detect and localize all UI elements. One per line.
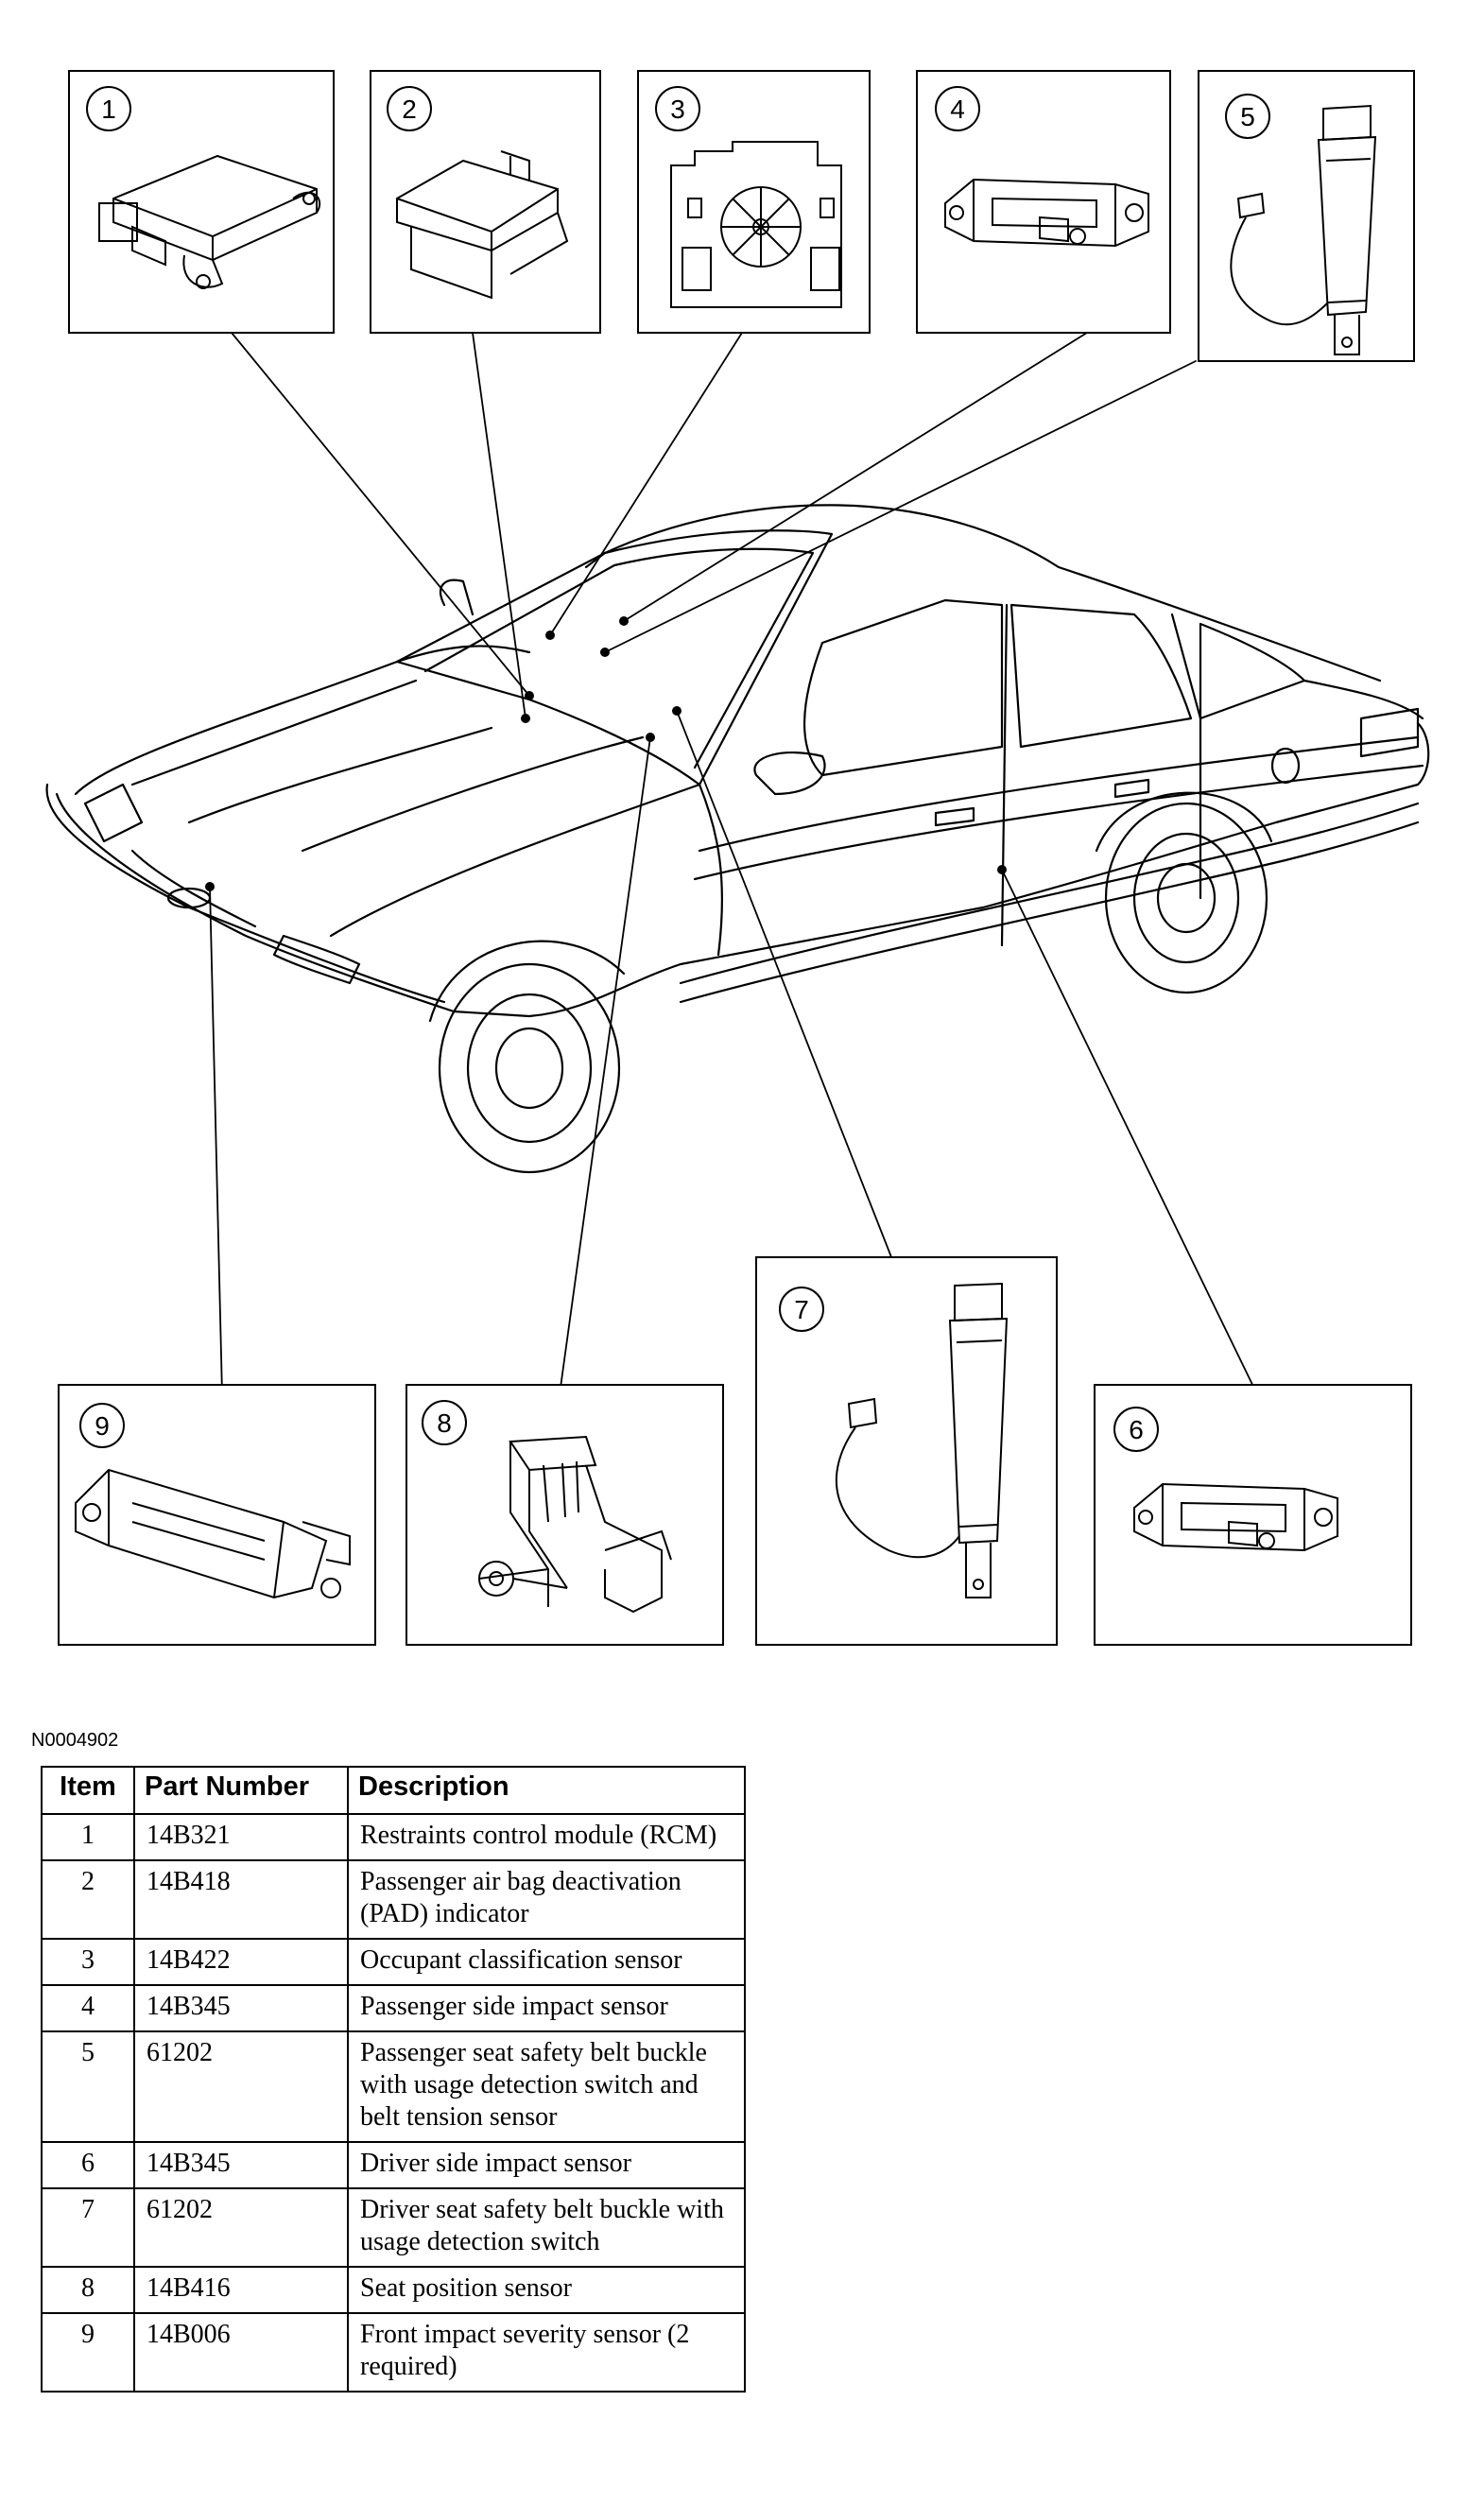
row-item: 3 (41, 1938, 135, 1986)
row-item: 5 (41, 2030, 135, 2143)
callout-8: 8 (422, 1400, 467, 1445)
table-row: 7 61202 Driver seat safety belt buckle w… (41, 2187, 746, 2268)
callout-2: 2 (387, 86, 432, 131)
component-location-diagram: 1 2 3 4 5 6 7 8 (45, 70, 1430, 1646)
row-description: Driver seat safety belt buckle with usag… (347, 2187, 746, 2268)
row-part-number: 61202 (133, 2030, 349, 2143)
callout-1: 1 (86, 86, 131, 131)
header-description: Description (347, 1766, 746, 1815)
row-item: 8 (41, 2266, 135, 2314)
callout-4: 4 (935, 86, 980, 131)
svg-text:1: 1 (101, 95, 116, 124)
svg-text:7: 7 (794, 1295, 809, 1324)
vehicle-illustration (45, 504, 1430, 1174)
row-part-number: 14B416 (133, 2266, 349, 2314)
table-row: 4 14B345 Passenger side impact sensor (41, 1984, 746, 2032)
component-box-1 (68, 70, 335, 334)
callout-7: 7 (779, 1287, 824, 1332)
table-row: 6 14B345 Driver side impact sensor (41, 2141, 746, 2189)
table-row: 1 14B321 Restraints control module (RCM) (41, 1813, 746, 1861)
callout-markers: 1 2 3 4 5 6 7 8 (79, 86, 1270, 1452)
table-row: 3 14B422 Occupant classification sensor (41, 1938, 746, 1986)
header-part-number: Part Number (133, 1766, 349, 1815)
row-description: Seat position sensor (347, 2266, 746, 2314)
figure-id: N0004902 (31, 1730, 119, 1751)
parts-table: Item Part Number Description 1 14B321 Re… (41, 1766, 746, 2393)
callout-5: 5 (1225, 94, 1270, 139)
table-row: 8 14B416 Seat position sensor (41, 2266, 746, 2314)
row-description: Passenger air bag deactivation (PAD) ind… (347, 1859, 746, 1940)
row-description: Passenger seat safety belt buckle with u… (347, 2030, 746, 2143)
row-item: 6 (41, 2141, 135, 2189)
row-item: 2 (41, 1859, 135, 1940)
callout-6: 6 (1113, 1407, 1159, 1452)
svg-text:8: 8 (437, 1408, 452, 1438)
svg-text:4: 4 (950, 95, 965, 124)
row-item: 1 (41, 1813, 135, 1861)
callout-3: 3 (655, 86, 700, 131)
row-description: Driver side impact sensor (347, 2141, 746, 2189)
row-description: Passenger side impact sensor (347, 1984, 746, 2032)
row-part-number: 14B321 (133, 1813, 349, 1861)
callout-9: 9 (79, 1403, 125, 1448)
row-item: 4 (41, 1984, 135, 2032)
row-part-number: 14B006 (133, 2312, 349, 2393)
row-description: Occupant classification sensor (347, 1938, 746, 1986)
header-item: Item (41, 1766, 135, 1815)
row-part-number: 14B345 (133, 1984, 349, 2032)
table-header-row: Item Part Number Description (41, 1766, 746, 1815)
svg-text:5: 5 (1240, 102, 1255, 131)
svg-text:6: 6 (1129, 1415, 1144, 1444)
leader-dots (205, 616, 1007, 891)
row-description: Restraints control module (RCM) (347, 1813, 746, 1861)
svg-text:3: 3 (670, 95, 685, 124)
table-row: 9 14B006 Front impact severity sensor (2… (41, 2312, 746, 2393)
row-part-number: 14B422 (133, 1938, 349, 1986)
leader-lines (209, 332, 1258, 1395)
row-item: 7 (41, 2187, 135, 2268)
svg-text:2: 2 (402, 95, 417, 124)
table-row: 5 61202 Passenger seat safety belt buckl… (41, 2030, 746, 2143)
row-part-number: 14B418 (133, 1859, 349, 1940)
row-item: 9 (41, 2312, 135, 2393)
table-row: 2 14B418 Passenger air bag deactivation … (41, 1859, 746, 1940)
row-description: Front impact severity sensor (2 required… (347, 2312, 746, 2393)
row-part-number: 14B345 (133, 2141, 349, 2189)
svg-text:9: 9 (95, 1411, 110, 1441)
row-part-number: 61202 (133, 2187, 349, 2268)
